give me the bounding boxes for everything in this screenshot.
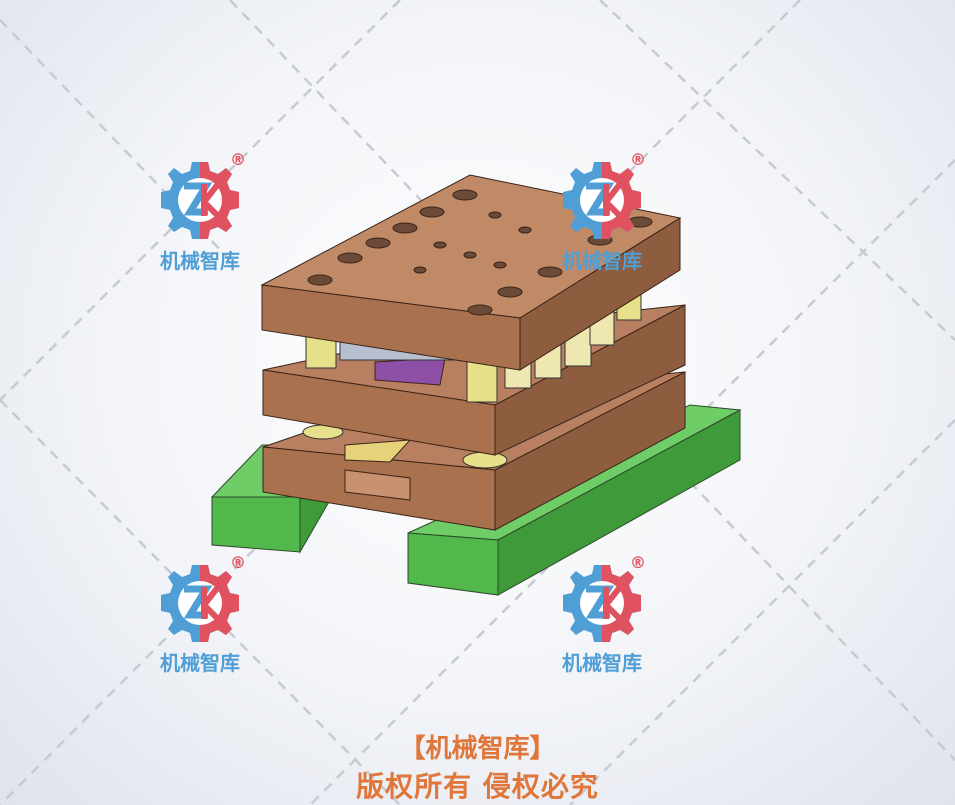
- watermark-logo: [161, 565, 239, 642]
- watermark-brand-text: 机械智库: [160, 651, 240, 675]
- footer-brand: 【机械智库】: [399, 734, 556, 764]
- registered-mark: ®: [630, 553, 646, 572]
- watermark-logo: [563, 565, 641, 642]
- registered-mark: ®: [230, 150, 246, 169]
- watermark-logo: [563, 162, 641, 239]
- watermark-logo: [161, 162, 239, 239]
- watermark-brand-text: 机械智库: [562, 249, 642, 273]
- watermark-brand-text: 机械智库: [160, 249, 240, 273]
- registered-mark: ®: [630, 150, 646, 169]
- footer-copyright: 版权所有 侵权必究: [356, 770, 599, 803]
- registered-mark: ®: [230, 553, 246, 572]
- watermark-brand-text: 机械智库: [562, 651, 642, 675]
